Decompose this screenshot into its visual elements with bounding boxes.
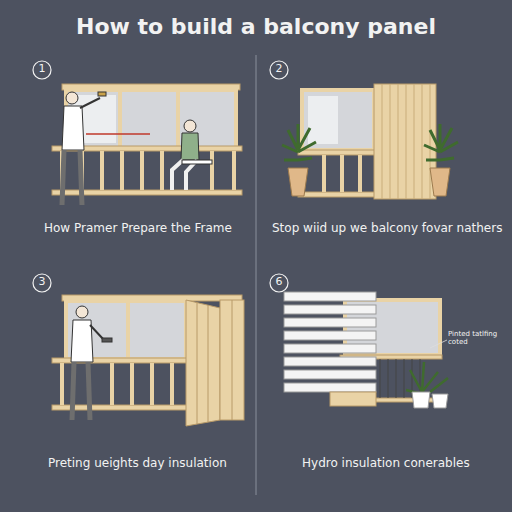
insulation-slat xyxy=(284,357,376,366)
plank-panel xyxy=(406,84,407,199)
plank-panel xyxy=(374,84,436,199)
balcony-frame xyxy=(66,90,236,148)
panel-divider xyxy=(256,55,257,495)
worker-figure xyxy=(72,362,90,420)
step-circle xyxy=(33,274,51,292)
insulation-slat xyxy=(284,344,376,353)
worker-figure xyxy=(102,338,112,342)
step-circle xyxy=(270,61,288,79)
potted-plant xyxy=(288,168,308,196)
balcony-frame xyxy=(130,363,134,405)
potted-plant xyxy=(424,124,458,160)
seated-figure xyxy=(172,120,212,190)
callout-number: 6 xyxy=(269,275,289,288)
plank-panel xyxy=(382,84,383,199)
balcony-frame xyxy=(232,151,236,190)
balcony-frame xyxy=(404,359,405,398)
insulation-slat xyxy=(284,331,376,340)
door-panel xyxy=(232,300,233,420)
insulation-slat xyxy=(284,370,376,379)
plank-panel xyxy=(390,84,391,199)
balcony-frame xyxy=(298,90,376,197)
balcony-frame xyxy=(150,363,154,405)
potted-plant xyxy=(430,168,450,196)
balcony-frame xyxy=(210,151,214,190)
callout-note: Pinted tatlfing coted xyxy=(448,330,508,347)
balcony-frame xyxy=(140,151,144,190)
worker-figure xyxy=(62,150,82,205)
step-circle xyxy=(33,61,288,292)
worker-figure xyxy=(62,92,106,205)
door-panel xyxy=(186,300,244,426)
plank-panel xyxy=(398,84,399,199)
seated-figure xyxy=(182,160,212,164)
title: How to build a balcony panel xyxy=(0,14,512,40)
panel-divider xyxy=(256,55,257,495)
potted-plant xyxy=(282,124,316,160)
step-circle xyxy=(270,274,288,292)
step-caption: Stop wiid up we balcony fovar nathers xyxy=(272,221,508,235)
worker-figure xyxy=(80,98,100,108)
balcony-frame xyxy=(380,359,381,398)
measure-line xyxy=(86,133,150,135)
callout-number: 3 xyxy=(32,275,52,288)
door-panel xyxy=(186,300,220,426)
worker-figure xyxy=(71,306,112,420)
insulation-slat xyxy=(284,383,376,392)
potted-plant xyxy=(412,392,430,408)
balcony-frame xyxy=(120,151,124,190)
callout-number: 1 xyxy=(32,62,52,75)
plank-panel xyxy=(414,84,415,199)
step-circle xyxy=(33,61,51,79)
plank-panel xyxy=(430,84,431,199)
door-panel xyxy=(220,300,244,420)
balcony-frame xyxy=(170,363,174,405)
leader-line xyxy=(430,340,447,348)
balcony-frame xyxy=(110,363,114,405)
step-caption: Hydro insulation conerables xyxy=(302,456,502,470)
plank-panel xyxy=(422,84,423,199)
plank-panel xyxy=(374,84,436,199)
balcony-frame xyxy=(388,359,389,398)
insulation-slat xyxy=(284,305,376,314)
balcony-frame xyxy=(308,96,338,144)
potted-plant xyxy=(282,124,458,196)
callout-number: 2 xyxy=(269,62,289,75)
balcony-frame xyxy=(60,363,64,405)
worker-figure xyxy=(62,106,84,150)
balcony-frame xyxy=(176,90,180,148)
worker-figure xyxy=(66,92,78,104)
door-panel xyxy=(208,305,209,422)
step-caption: How Pramer Prepare the Frame xyxy=(44,221,249,235)
balcony-frame xyxy=(118,90,122,148)
seated-figure xyxy=(184,120,196,132)
balcony-frame xyxy=(298,150,376,155)
insulation-slat xyxy=(330,392,376,406)
door-panel xyxy=(197,303,198,424)
balcony-frame xyxy=(100,151,104,190)
worker-figure xyxy=(98,92,106,96)
insulation-slat xyxy=(284,292,376,406)
step-caption: Preting ueights day insulation xyxy=(48,456,248,470)
balcony-frame xyxy=(396,359,397,398)
balcony-frame xyxy=(160,151,164,190)
worker-figure xyxy=(71,320,93,362)
insulation-slat xyxy=(284,292,376,301)
seated-figure xyxy=(181,133,199,160)
balcony-frame xyxy=(340,155,344,192)
insulation-slat xyxy=(284,318,376,327)
worker-figure xyxy=(76,306,88,318)
balcony-frame xyxy=(322,155,326,192)
potted-plant xyxy=(406,362,448,408)
potted-plant xyxy=(406,362,448,394)
balcony-frame xyxy=(126,301,130,359)
balcony-frame xyxy=(358,155,362,192)
balcony-frame xyxy=(302,90,374,150)
potted-plant xyxy=(432,394,448,408)
balcony-frame xyxy=(298,192,376,197)
